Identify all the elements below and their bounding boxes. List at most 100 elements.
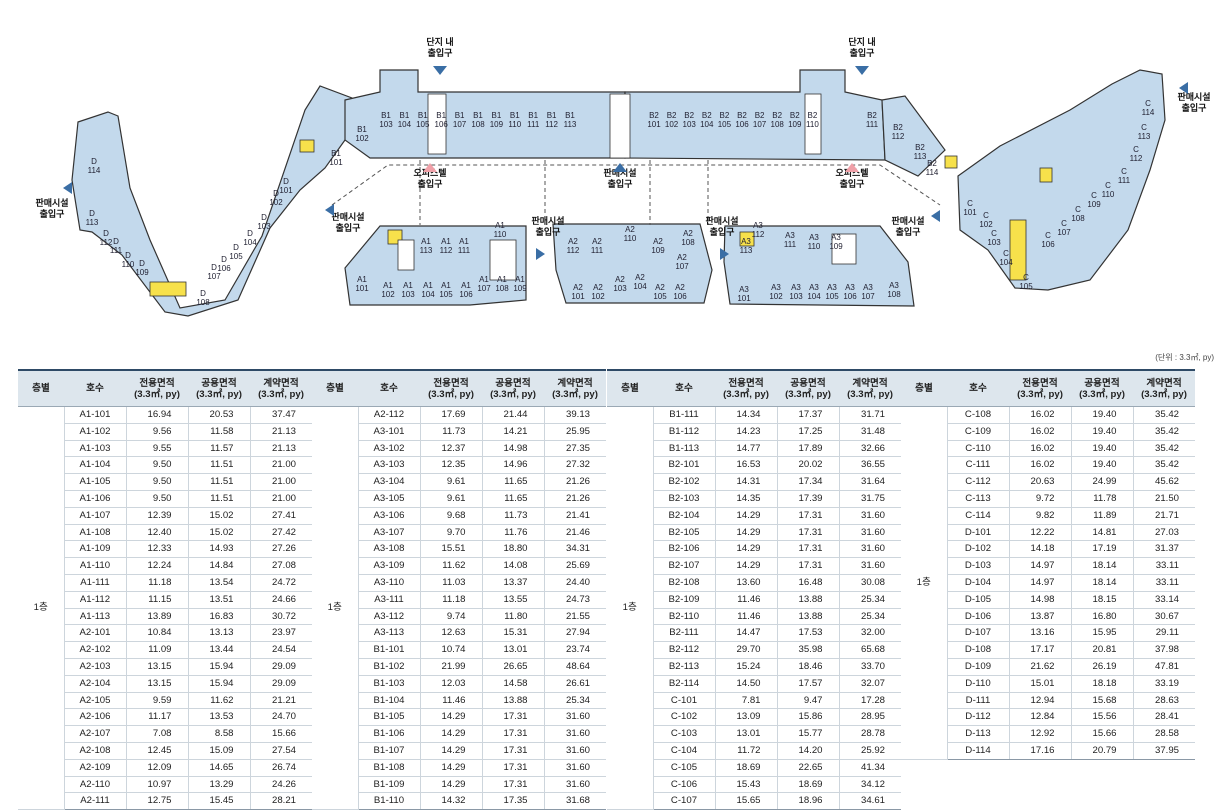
unit-cell: D-105 [946, 591, 1009, 609]
unit-cell: A3-103 [357, 456, 420, 475]
unit-cell: A1-103 [63, 440, 126, 458]
unit-block: A3 [827, 283, 837, 292]
contract-cell: 31.60 [543, 759, 606, 777]
contract-cell: 28.78 [838, 725, 901, 743]
exclusive-cell: 20.63 [1008, 473, 1071, 491]
common-cell: 11.51 [187, 473, 250, 491]
unit-number: 114 [926, 168, 939, 177]
unit-block: A3 [741, 237, 751, 246]
common-cell: 19.40 [1070, 423, 1133, 441]
contract-cell: 21.13 [249, 423, 312, 441]
unit-number: 111 [527, 120, 540, 129]
contract-cell: 21.55 [543, 608, 606, 626]
contract-cell: 41.34 [838, 759, 901, 777]
entrance-label-line: 출입구 [850, 47, 875, 58]
contract-cell: 31.60 [838, 507, 901, 525]
unit-block: D [211, 263, 217, 272]
unit-cell: B1-112 [652, 423, 715, 441]
common-cell: 11.58 [187, 423, 250, 441]
contract-cell: 32.66 [838, 440, 901, 458]
unit-cell: A2-109 [63, 759, 126, 777]
exclusive-cell: 14.77 [714, 440, 777, 458]
exclusive-cell: 11.17 [125, 708, 188, 727]
unit-block: B2 [867, 111, 877, 120]
common-cell: 17.31 [776, 524, 839, 542]
exclusive-cell: 13.87 [1008, 608, 1071, 626]
unit-block: C [991, 229, 997, 238]
common-cell: 16.48 [776, 574, 839, 592]
unit-cell: A3-112 [357, 608, 420, 626]
unit-cell: A2-110 [63, 776, 126, 794]
exclusive-cell: 9.68 [419, 507, 482, 525]
unit-cell: B1-109 [357, 776, 420, 794]
unit-cell: A3-108 [357, 540, 420, 559]
entrance-label-line: 판매시설 [891, 215, 924, 226]
contract-cell: 35.42 [1132, 440, 1195, 458]
unit-block: A2 [653, 237, 663, 246]
unit-block: C [1121, 167, 1127, 176]
unit-number: 114 [1142, 108, 1155, 117]
exclusive-cell: 14.31 [714, 473, 777, 491]
unit-block: D [200, 289, 206, 298]
common-cell: 17.31 [776, 557, 839, 575]
common-cell: 18.96 [776, 792, 839, 810]
unit-block: B2 [927, 159, 937, 168]
unit-block: C [1045, 231, 1051, 240]
unit-cell: D-113 [946, 725, 1009, 743]
entrance-label-line: 출입구 [536, 226, 561, 237]
exclusive-cell: 11.03 [419, 574, 482, 592]
unit-cell: A2-106 [63, 708, 126, 727]
unit-cell: B1-113 [652, 440, 715, 458]
common-cell: 14.98 [481, 440, 544, 458]
exclusive-cell: 14.29 [714, 557, 777, 575]
contract-cell: 26.74 [249, 759, 312, 777]
unit-block: A1 [357, 275, 367, 284]
exclusive-cell: 9.50 [125, 490, 188, 508]
contract-cell: 47.81 [1132, 658, 1195, 676]
header-floor: 층별 [18, 369, 64, 407]
common-cell: 20.79 [1070, 742, 1133, 760]
common-cell: 17.53 [776, 624, 839, 643]
unit-number: 109 [651, 246, 665, 255]
unit-number: 110 [808, 242, 821, 251]
unit-number: 113 [86, 218, 99, 227]
entrance-label-line: 출입구 [428, 47, 453, 58]
common-cell: 17.57 [776, 675, 839, 693]
unit-number: 107 [861, 292, 875, 301]
exclusive-cell: 13.01 [714, 725, 777, 743]
unit-number: 111 [866, 120, 879, 129]
exclusive-cell: 14.50 [714, 675, 777, 693]
floor-cell: 1층 [607, 406, 653, 810]
common-cell: 26.19 [1070, 658, 1133, 676]
unit-number: 107 [1057, 228, 1071, 237]
contract-cell: 21.46 [543, 524, 606, 542]
exclusive-cell: 16.94 [125, 406, 188, 424]
